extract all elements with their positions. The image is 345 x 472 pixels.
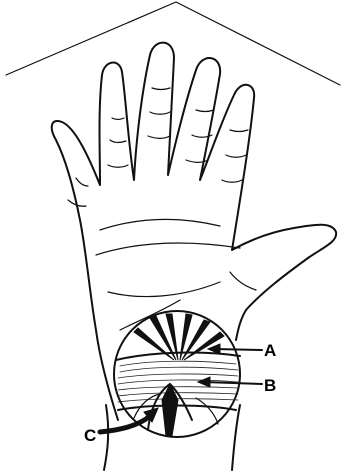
label-a: A (264, 341, 276, 360)
hand-outline (52, 43, 336, 420)
arrow-a (214, 349, 262, 350)
label-c: C (84, 426, 96, 445)
palm-lines (96, 219, 256, 330)
cutaway-circle (114, 311, 240, 437)
label-b: B (264, 376, 276, 395)
wrist-left-line (104, 405, 108, 470)
arrow-b (204, 382, 262, 384)
wrist-right-line (232, 405, 240, 470)
finger-creases (68, 88, 248, 206)
